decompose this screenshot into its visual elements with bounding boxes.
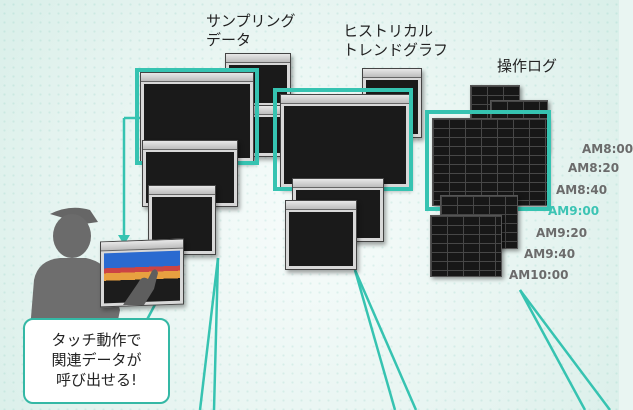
time-label-highlight: AM9:00 <box>548 204 600 218</box>
time-label: AM8:40 <box>556 183 608 197</box>
label-sampling-data: サンプリング データ <box>206 12 296 49</box>
log-panel-main <box>432 118 548 206</box>
time-label: AM8:00 <box>582 142 633 156</box>
trend-window-front <box>285 200 357 270</box>
time-label: AM8:20 <box>568 161 620 175</box>
hand-icon <box>123 269 158 305</box>
callout-text: タッチ動作で 関連データが 呼び出せる! <box>51 331 142 389</box>
callout-bubble: タッチ動作で 関連データが 呼び出せる! <box>23 318 170 404</box>
time-label: AM9:40 <box>524 247 576 261</box>
trend-window-main <box>280 94 410 188</box>
label-historical-trend: ヒストリカル トレンドグラフ <box>343 22 449 59</box>
connector-lines <box>118 116 611 410</box>
label-operation-log: 操作ログ <box>497 57 558 75</box>
log-panel-4 <box>430 215 502 277</box>
operator-silhouette-icon <box>30 207 120 330</box>
time-label: AM10:00 <box>509 268 569 282</box>
trend-highlight-frame <box>273 88 413 191</box>
time-label: AM9:20 <box>536 226 588 240</box>
